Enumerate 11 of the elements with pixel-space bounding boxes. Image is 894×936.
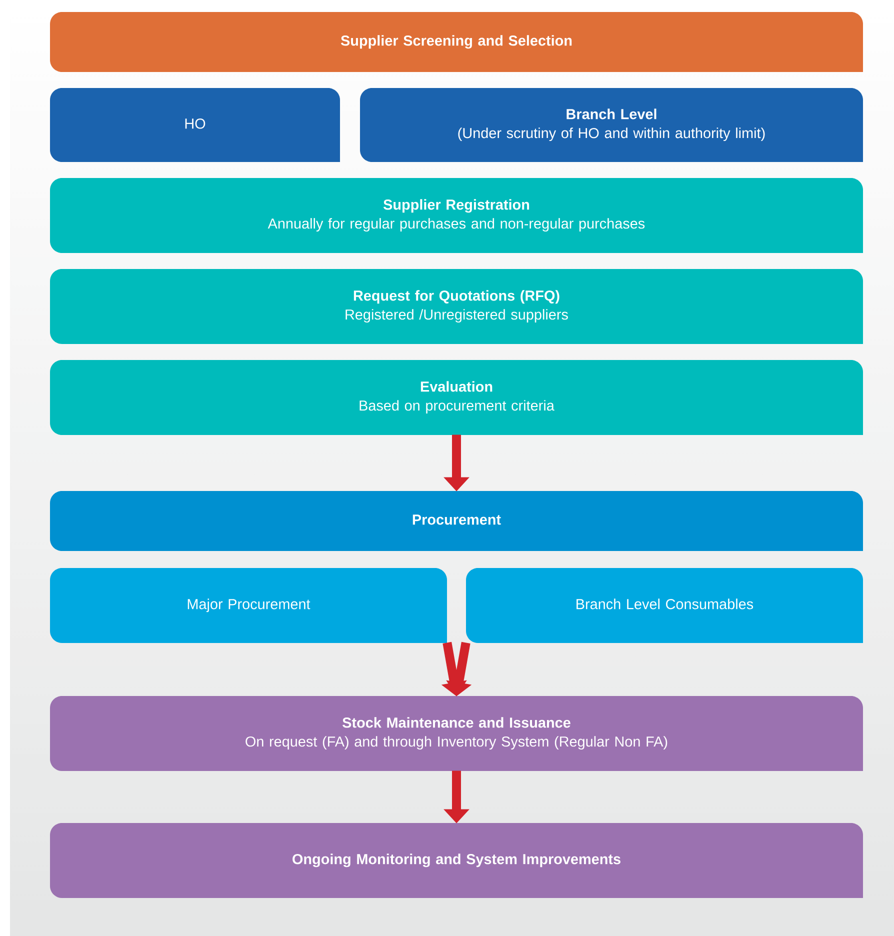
process-box: Major Procurement [50,568,447,643]
process-box: Branch Level Consumables [466,568,863,643]
process-box: HO [50,88,340,162]
process-box: Supplier Screening and Selection [50,12,863,72]
process-box: Evaluation Based on procurement criteria [50,360,863,435]
process-box: Procurement [50,491,863,551]
process-box: Branch Level (Under scrutiny of HO and within authority limit) [360,88,863,162]
process-box: Supplier Registration Annually for regular purchases and non-regular purchases [50,178,863,253]
process-box: Stock Maintenance and Issuance On request (FA) and through Inventory System (Regular Non FA) [50,696,863,771]
process-box: Ongoing Monitoring and System Improvements [50,823,863,898]
process-box: Request for Quotations (RFQ) Registered /Unregistered suppliers [50,269,863,344]
